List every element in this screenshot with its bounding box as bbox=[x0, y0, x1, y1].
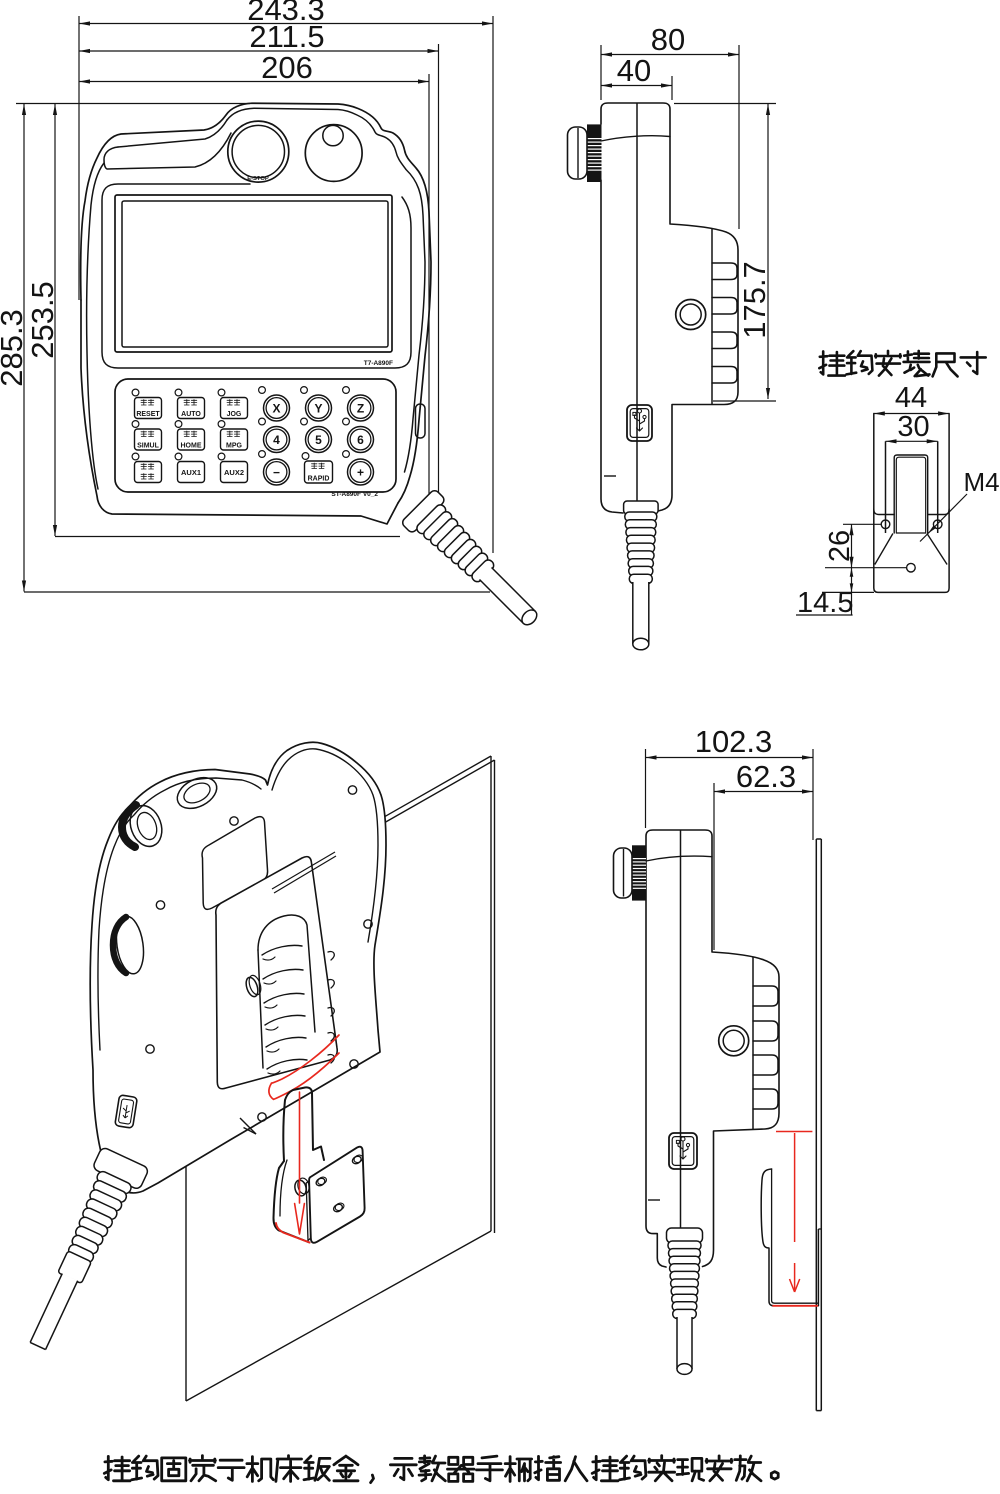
svg-text:ST-A890F V0_2: ST-A890F V0_2 bbox=[331, 491, 378, 498]
svg-text:285.3: 285.3 bbox=[0, 309, 29, 387]
svg-text:62.3: 62.3 bbox=[736, 759, 796, 794]
svg-text:253.5: 253.5 bbox=[25, 281, 60, 359]
svg-text:RAPID: RAPID bbox=[308, 476, 330, 483]
svg-text:14.5: 14.5 bbox=[797, 587, 853, 619]
svg-text:Z: Z bbox=[357, 402, 364, 416]
svg-text:HOME: HOME bbox=[181, 443, 202, 450]
svg-text:E-STOP: E-STOP bbox=[247, 176, 269, 182]
svg-text:RESET: RESET bbox=[136, 411, 160, 418]
svg-text:Y: Y bbox=[314, 402, 322, 416]
svg-text:26: 26 bbox=[824, 530, 856, 562]
svg-text:30: 30 bbox=[897, 411, 929, 443]
svg-text:X: X bbox=[272, 402, 280, 416]
svg-text:AUTO: AUTO bbox=[181, 411, 201, 418]
svg-text:T7-A890F: T7-A890F bbox=[364, 360, 393, 367]
svg-text:175.7: 175.7 bbox=[737, 261, 772, 339]
svg-text:JOG: JOG bbox=[227, 411, 242, 418]
svg-text:206: 206 bbox=[261, 50, 313, 85]
svg-text:+: + bbox=[357, 466, 364, 480]
svg-text:5: 5 bbox=[315, 433, 322, 447]
svg-text:M4: M4 bbox=[964, 467, 1000, 497]
svg-text:40: 40 bbox=[617, 53, 651, 88]
svg-text:−: − bbox=[273, 466, 280, 480]
svg-text:211.5: 211.5 bbox=[249, 19, 324, 54]
svg-text:AUX1: AUX1 bbox=[181, 468, 201, 477]
svg-text:6: 6 bbox=[357, 433, 364, 447]
svg-text:MPG: MPG bbox=[226, 443, 243, 450]
svg-text:SIMUL: SIMUL bbox=[137, 443, 160, 450]
svg-text:80: 80 bbox=[651, 22, 685, 57]
svg-text:AUX2: AUX2 bbox=[224, 468, 244, 477]
svg-text:4: 4 bbox=[273, 433, 280, 447]
svg-text:102.3: 102.3 bbox=[695, 724, 773, 759]
svg-text:44: 44 bbox=[895, 382, 927, 414]
svg-text:243.3: 243.3 bbox=[247, 0, 325, 27]
